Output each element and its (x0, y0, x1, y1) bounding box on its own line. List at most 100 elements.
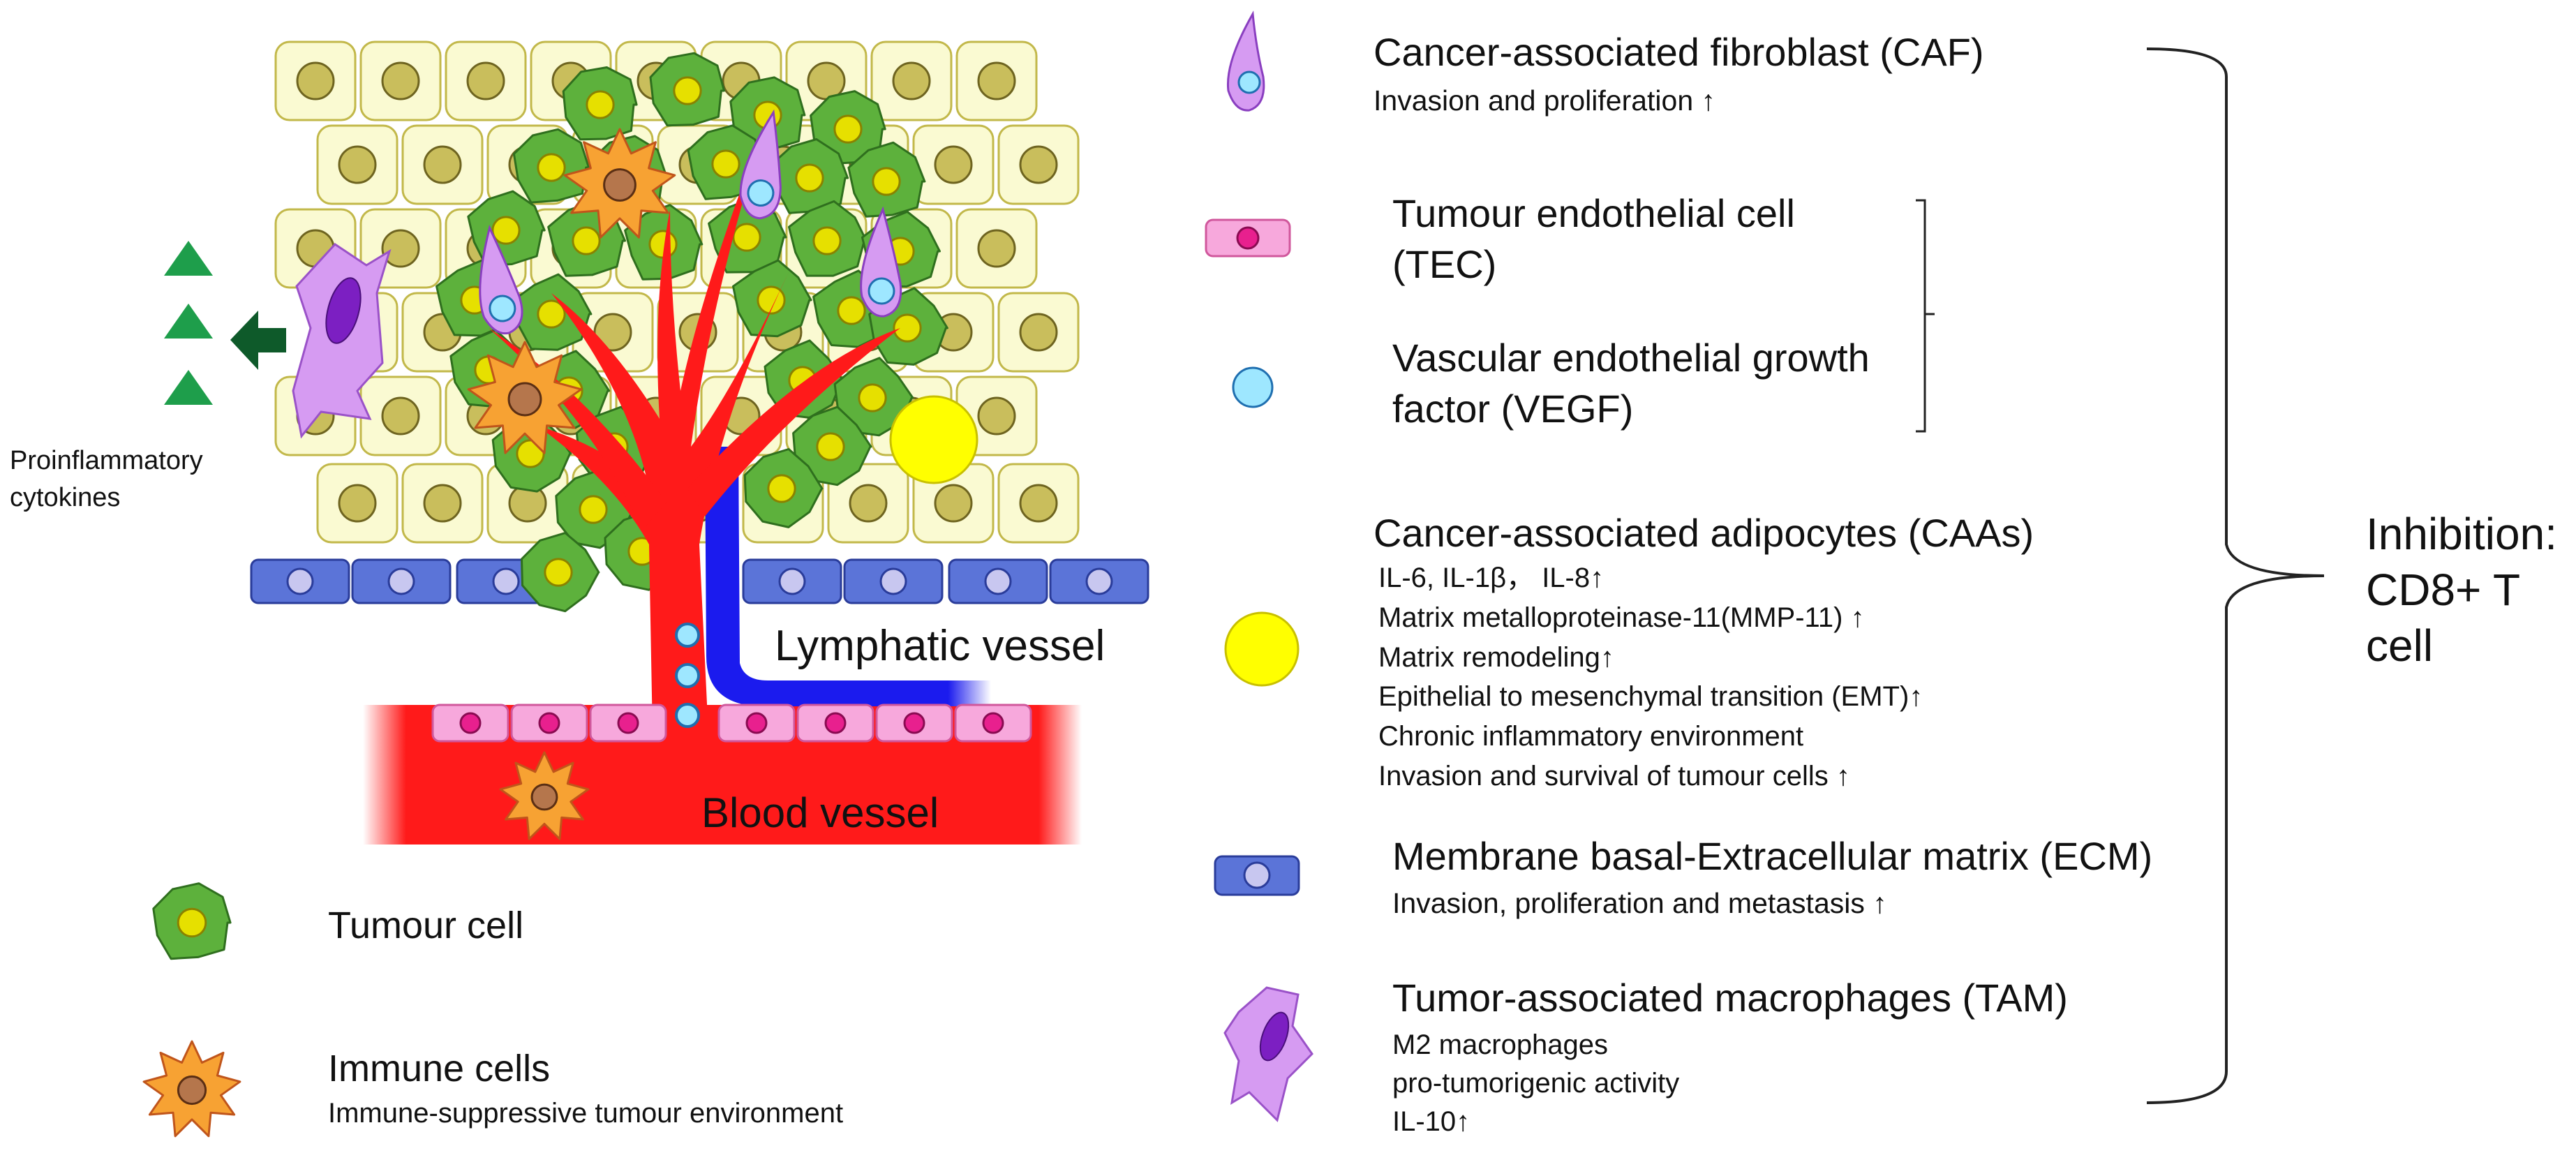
tec-cell (796, 704, 874, 743)
caa-effects: IL-6, IL-1β， IL-8↑ Matrix metalloprotein… (1378, 558, 1923, 796)
immune-cell (142, 1040, 241, 1138)
immune-cell (467, 341, 583, 454)
epithelial-cell (359, 40, 442, 121)
epithelial-cell (827, 463, 909, 544)
tumour-cell (732, 259, 812, 338)
caf-title: Cancer-associated fibroblast (CAF) (1373, 30, 1984, 74)
tam-effect: M2 macrophages (1392, 1029, 1609, 1060)
tam-effects: M2 macrophages pro-tumorigenic activity … (1392, 1026, 1679, 1142)
epithelial-cell (316, 463, 399, 544)
vegf-icon (1232, 366, 1274, 408)
caf-cell (739, 109, 782, 220)
ecm-cell (1049, 558, 1149, 604)
epithelial-cell (274, 40, 357, 121)
tec-cell (431, 704, 509, 743)
ecm-cell (351, 558, 452, 604)
legend-immune-note: Immune-suppressive tumour environment (328, 1098, 844, 1129)
tec-title-line-1: Tumour endothelial cell (1392, 191, 1795, 235)
proinflammatory-label: Proinflammatory cytokines (10, 442, 203, 516)
caa-effect: Epithelial to mesenchymal transition (EM… (1378, 681, 1923, 713)
inhibition-bracket (2146, 47, 2325, 1104)
tumour-cell (152, 882, 232, 960)
tec-cell (510, 704, 588, 743)
immune-cell (563, 128, 676, 239)
caa-title: Cancer-associated adipocytes (CAAs) (1373, 511, 2034, 555)
tec-title-line-2: (TEC) (1392, 241, 1497, 286)
vegf-in-vessel (675, 623, 700, 728)
epithelial-cell (955, 208, 1038, 289)
tec-cell (717, 704, 796, 743)
tec-icon (1205, 218, 1291, 258)
vegf-title: Vascular endothelial growth factor (VEGF… (1392, 333, 1870, 435)
vegf-particle (675, 703, 700, 728)
epithelial-cell (401, 124, 484, 205)
tec-cell (875, 704, 953, 743)
angiogenesis-bracket (1916, 199, 1935, 433)
vegf-particle (675, 623, 700, 648)
inhibition-line-2: CD8+ T (2366, 565, 2521, 615)
tumour-cell (788, 200, 868, 277)
tumour-cell (729, 76, 806, 151)
cytokine-triangle-icon (164, 241, 213, 276)
tumour-cell (521, 532, 600, 613)
proinflammatory-line-2: cytokines (10, 483, 121, 513)
vegf-title-line-2: factor (VEGF) (1392, 386, 1634, 431)
tam-title: Tumor-associated macrophages (TAM) (1392, 976, 2068, 1020)
ecm-cell (948, 558, 1048, 604)
tumour-cell-icon (152, 882, 232, 960)
caf-effect: Invasion and proliferation ↑ (1373, 84, 1716, 117)
epithelial-cell (401, 463, 484, 544)
caf-icon (1226, 10, 1265, 112)
epithelial-cell (359, 375, 442, 456)
ecm-cell (250, 558, 350, 604)
ecm-effect: Invasion, proliferation and metastasis ↑ (1392, 887, 1887, 919)
epithelial-cell (870, 40, 953, 121)
caf-cells-in-tumour (479, 109, 902, 335)
caa-effect: Matrix metalloproteinase-11(MMP-11) ↑ (1378, 602, 1865, 633)
lymphatic-vessel-label: Lymphatic vessel (775, 622, 1105, 670)
tumour-cell (792, 406, 872, 486)
inhibition-line-3: cell (2366, 620, 2434, 671)
immune-cells-in-tumour (467, 128, 676, 454)
epithelial-cell (445, 40, 527, 121)
caa-effect: Matrix remodeling↑ (1378, 641, 1614, 673)
immune-cell-in-vessel (499, 751, 590, 840)
blood-vessel-label: Blood vessel (701, 789, 939, 836)
epithelial-cell (316, 124, 399, 205)
caa-effect: Chronic inflammatory environment (1378, 721, 1804, 752)
tec-row (431, 704, 1032, 743)
tumour-cell (649, 52, 725, 127)
tumour-cell (847, 141, 926, 218)
legend-immune-cells-label: Immune cells (328, 1048, 551, 1089)
tec-title: Tumour endothelial cell (TEC) (1392, 188, 1795, 290)
vascular-tree (537, 119, 789, 733)
inhibition-line-1: Inhibition: (2366, 509, 2557, 559)
vegf-title-line-1: Vascular endothelial growth (1392, 336, 1870, 380)
epithelial-cell (997, 463, 1080, 544)
tumour-cell (512, 128, 590, 204)
tam-effect: IL-10↑ (1392, 1106, 1471, 1138)
caa-effect: IL-6, IL-1β， IL-8↑ (1378, 563, 1605, 593)
tec-cell (589, 704, 667, 743)
epithelial-cell (955, 40, 1038, 121)
cytokine-triangle-icon (164, 304, 213, 339)
immune-cell (499, 751, 590, 840)
proinflammatory-line-1: Proinflammatory (10, 446, 203, 475)
ecm-title: Membrane basal-Extracellular matrix (ECM… (1392, 834, 2153, 878)
tec-cell (954, 704, 1032, 743)
inhibition-label: Inhibition: CD8+ T cell (2366, 506, 2557, 674)
caa-effect: Invasion and survival of tumour cells ↑ (1378, 760, 1850, 791)
vegf-particle (675, 663, 700, 688)
caa-icon (1224, 611, 1300, 687)
tumour-cell (562, 66, 638, 141)
legend-tumour-cell-label: Tumour cell (328, 905, 524, 946)
tumour-cell (833, 357, 914, 437)
vascular-branch-left (489, 328, 667, 530)
ecm-cell (742, 558, 842, 604)
secretion-arrow-icon (230, 311, 286, 370)
vascular-branch-right (687, 328, 900, 516)
caf-cell (860, 206, 902, 318)
tam-effect: pro-tumorigenic activity (1392, 1068, 1680, 1099)
ecm-cell (843, 558, 944, 604)
